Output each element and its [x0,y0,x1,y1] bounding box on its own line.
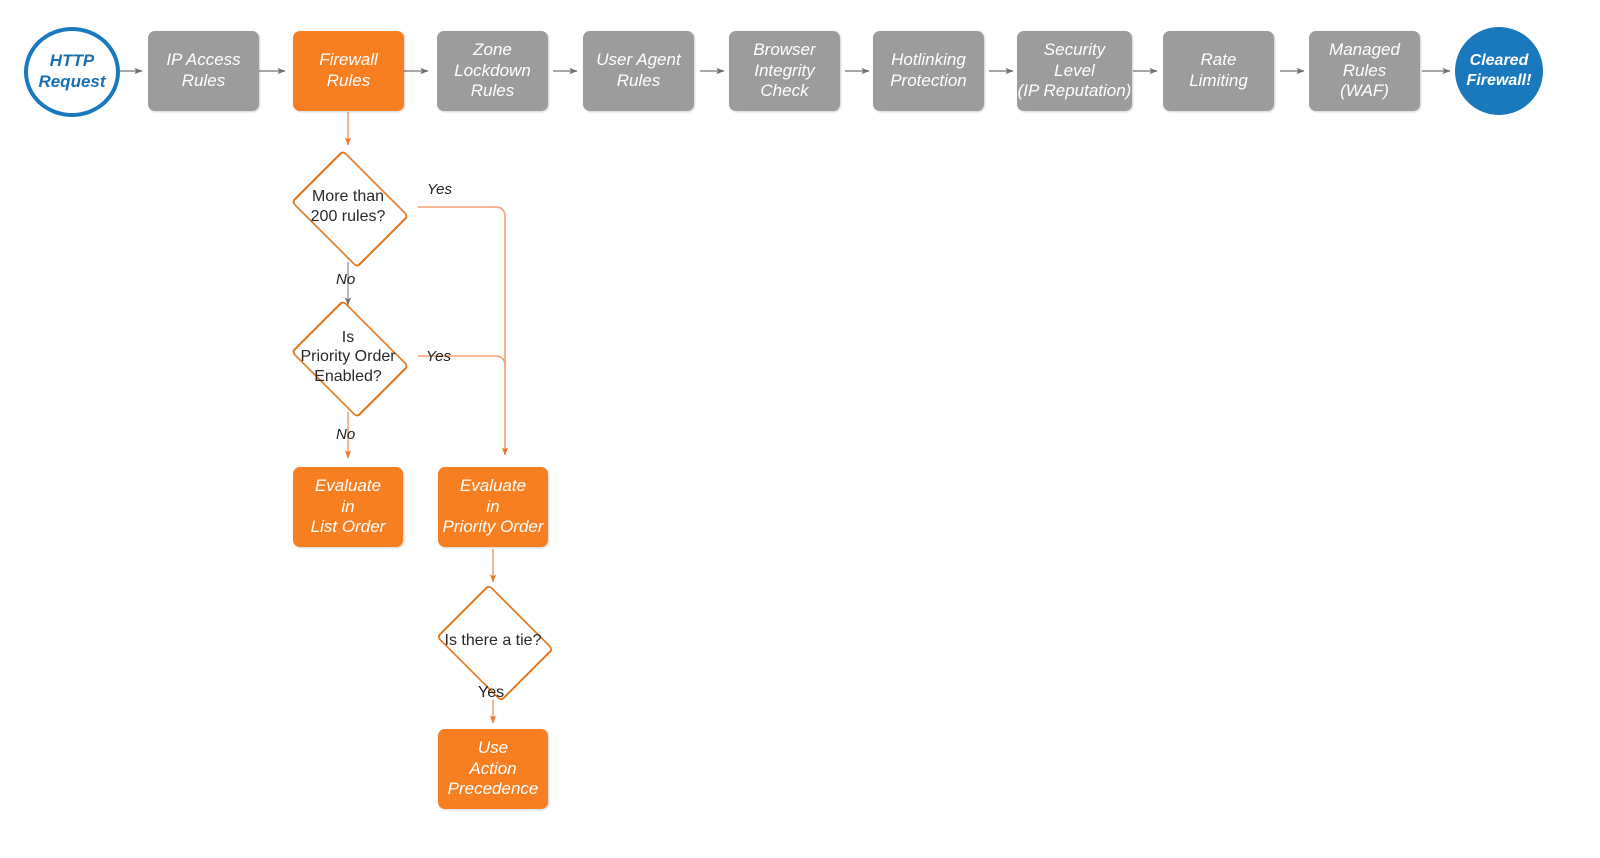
node-user-agent-rules-label: User Agent Rules [596,50,681,90]
node-evaluate-priority-order[interactable]: Evaluate in Priority Order [438,467,548,547]
node-evaluate-list-order[interactable]: Evaluate in List Order [293,467,403,547]
edge-label-no-more-than-200: No [336,271,356,288]
node-ip-access-rules-label: IP Access Rules [166,50,241,90]
node-browser-integrity-check-label: Browser Integrity Check [753,39,816,101]
node-zone-lockdown-rules[interactable]: Zone Lockdown Rules [437,31,548,111]
decision-priority-order-enabled[interactable]: Is Priority Order Enabled? [278,299,418,419]
node-managed-rules-waf-label: Managed Rules (WAF) [1329,39,1400,101]
node-managed-rules-waf[interactable]: Managed Rules (WAF) [1309,31,1420,111]
edge-label-yes-priority-order: Yes [426,348,452,365]
node-user-agent-rules[interactable]: User Agent Rules [583,31,694,111]
node-zone-lockdown-rules-label: Zone Lockdown Rules [454,39,531,101]
edge-label-yes-more-than-200: Yes [427,181,453,198]
node-use-action-precedence-label: Use Action Precedence [447,737,539,799]
node-ip-access-rules[interactable]: IP Access Rules [148,31,259,111]
node-cleared-firewall-label: Cleared Firewall! [1466,52,1532,89]
decision-more-than-200-rules[interactable]: More than 200 rules? [278,149,418,269]
node-hotlinking-protection[interactable]: Hotlinking Protection [873,31,984,111]
decision-more-than-200-rules-label: More than 200 rules? [310,188,386,225]
node-hotlinking-protection-label: Hotlinking Protection [890,50,967,90]
decision-is-there-a-tie[interactable]: Is there a tie? [425,584,561,702]
node-firewall-rules[interactable]: Firewall Rules [293,31,404,111]
node-security-level[interactable]: Security Level (IP Reputation) [1017,31,1132,111]
yes-more-than-200-connector [418,206,509,456]
node-evaluate-list-order-label: Evaluate in List Order [310,475,386,537]
edge-label-no-priority-order: No [336,426,356,443]
node-cleared-firewall[interactable]: Cleared Firewall! [1455,27,1543,115]
decision-is-there-a-tie-label: Is there a tie? [444,632,542,650]
node-http-request[interactable]: HTTP Request [24,27,120,117]
decision-priority-order-enabled-label: Is Priority Order Enabled? [300,328,396,385]
edge-label-yes-tie: Yes [478,684,505,701]
node-rate-limiting[interactable]: Rate Limiting [1163,31,1274,111]
node-rate-limiting-label: Rate Limiting [1189,50,1248,90]
node-use-action-precedence[interactable]: Use Action Precedence [438,729,548,809]
node-evaluate-priority-order-label: Evaluate in Priority Order [442,475,544,537]
node-browser-integrity-check[interactable]: Browser Integrity Check [729,31,840,111]
node-http-request-label: HTTP Request [38,51,106,91]
node-security-level-label: Security Level (IP Reputation) [1017,39,1132,101]
node-firewall-rules-label: Firewall Rules [319,50,378,90]
